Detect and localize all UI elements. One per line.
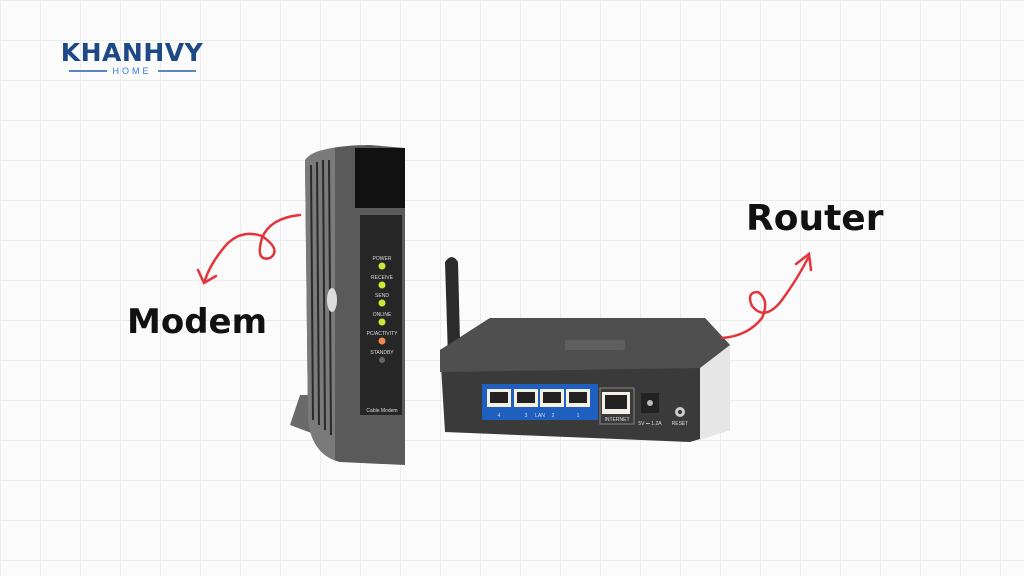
logo-sub: HOME — [52, 66, 212, 76]
led-label: ONLINE — [373, 312, 392, 318]
led-label: RECEIVE — [371, 275, 394, 281]
router-label: Router — [746, 198, 884, 239]
modem-label: Modem — [127, 302, 268, 342]
modem-image: POWER RECEIVE SEND ONLINE PC/ACTIVITY ST… — [290, 145, 405, 465]
port-number: 1 — [577, 413, 580, 419]
modem-leds — [378, 262, 386, 363]
router-arrow-icon — [720, 251, 813, 340]
port-number: 3 — [525, 413, 528, 419]
reset-label: RESET — [672, 421, 689, 427]
led-label: SEND — [375, 293, 389, 299]
router-image: 4 3 LAN 2 1 INTERNET 5V ⎓ 1.2A RESET — [440, 257, 730, 442]
led-label: STANDBY — [370, 350, 394, 356]
modem-arrow-icon — [196, 213, 302, 285]
logo-divider — [68, 70, 107, 72]
modem-brand: Cable Modem — [366, 408, 397, 414]
logo-name: KHANHVY — [60, 38, 204, 67]
logo-divider — [157, 70, 196, 72]
led-label: PC/ACTIVITY — [367, 331, 399, 337]
port-number: 2 — [552, 413, 555, 419]
lan-label: LAN — [535, 413, 545, 419]
internet-label: INTERNET — [605, 417, 630, 423]
logo-subtitle: HOME — [112, 66, 152, 76]
led-label: POWER — [373, 256, 392, 262]
brand-logo: KHANHVY HOME — [52, 38, 212, 77]
port-number: 4 — [498, 413, 501, 419]
power-label: 5V ⎓ 1.2A — [638, 421, 662, 427]
